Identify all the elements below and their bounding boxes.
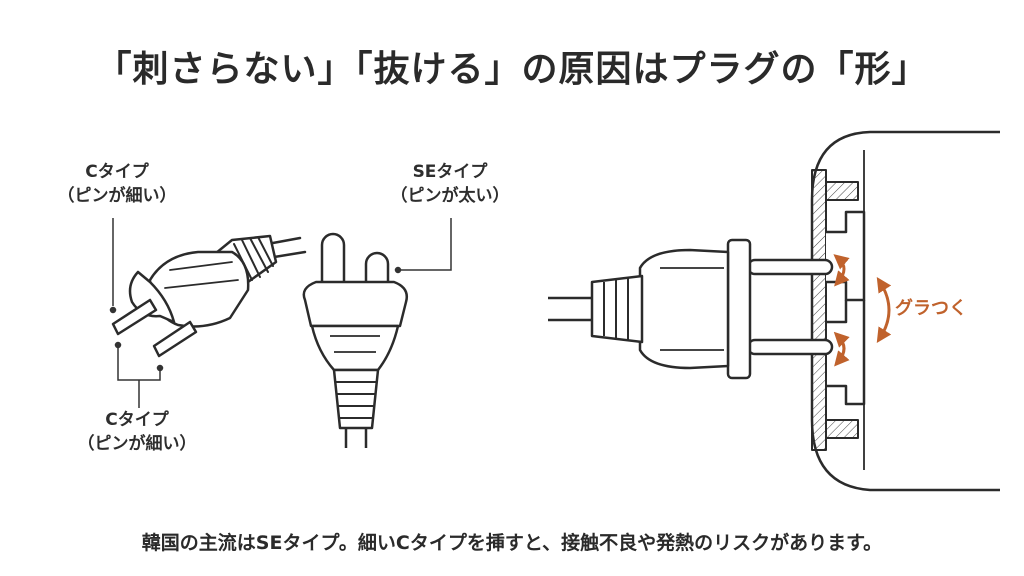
plug-body: [638, 248, 730, 370]
se-type-label: SEタイプ （ピンが太い）: [385, 160, 515, 208]
se-type-cable: [344, 428, 368, 448]
socket-diagram: [548, 130, 1000, 492]
se-type-body: [310, 324, 400, 372]
socket-wall: [811, 169, 827, 451]
page-title: 「刺さらない」「抜ける」の原因はプラグの「形」: [95, 49, 929, 90]
c-type-note: （ピンが細い）: [57, 186, 177, 206]
se-type-leader: [394, 218, 452, 274]
se-type-face: [302, 280, 408, 328]
c-type-pin: [152, 320, 198, 358]
c-type-plug: [111, 234, 307, 358]
c-type-label-top: Cタイプ （ピンが細い）: [52, 160, 182, 208]
se-type-name: SEタイプ: [412, 162, 488, 182]
caption: 韓国の主流はSEタイプ。細いCタイプを挿すと、接触不良や発熱のリスクがあります。: [141, 532, 883, 554]
c-type-note: （ピンが細い）: [77, 434, 197, 454]
c-type-leaders: [109, 218, 164, 408]
wobble-arrows: [833, 254, 892, 367]
c-type-name: Cタイプ: [105, 410, 169, 430]
c-type-name: Cタイプ: [85, 162, 149, 182]
inserted-pin: [746, 338, 834, 356]
socket-hole: [826, 210, 866, 302]
wobble-label: グラつく: [895, 298, 967, 319]
se-type-strain-relief: [332, 368, 380, 430]
inserted-pin: [746, 258, 834, 276]
c-type-pin: [111, 298, 158, 336]
se-type-note: （ピンが太い）: [390, 186, 510, 206]
plug-cable: [548, 296, 592, 322]
se-type-plug: [302, 232, 408, 448]
plug-face: [726, 238, 752, 380]
c-type-label-bottom: Cタイプ （ピンが細い）: [72, 408, 202, 456]
